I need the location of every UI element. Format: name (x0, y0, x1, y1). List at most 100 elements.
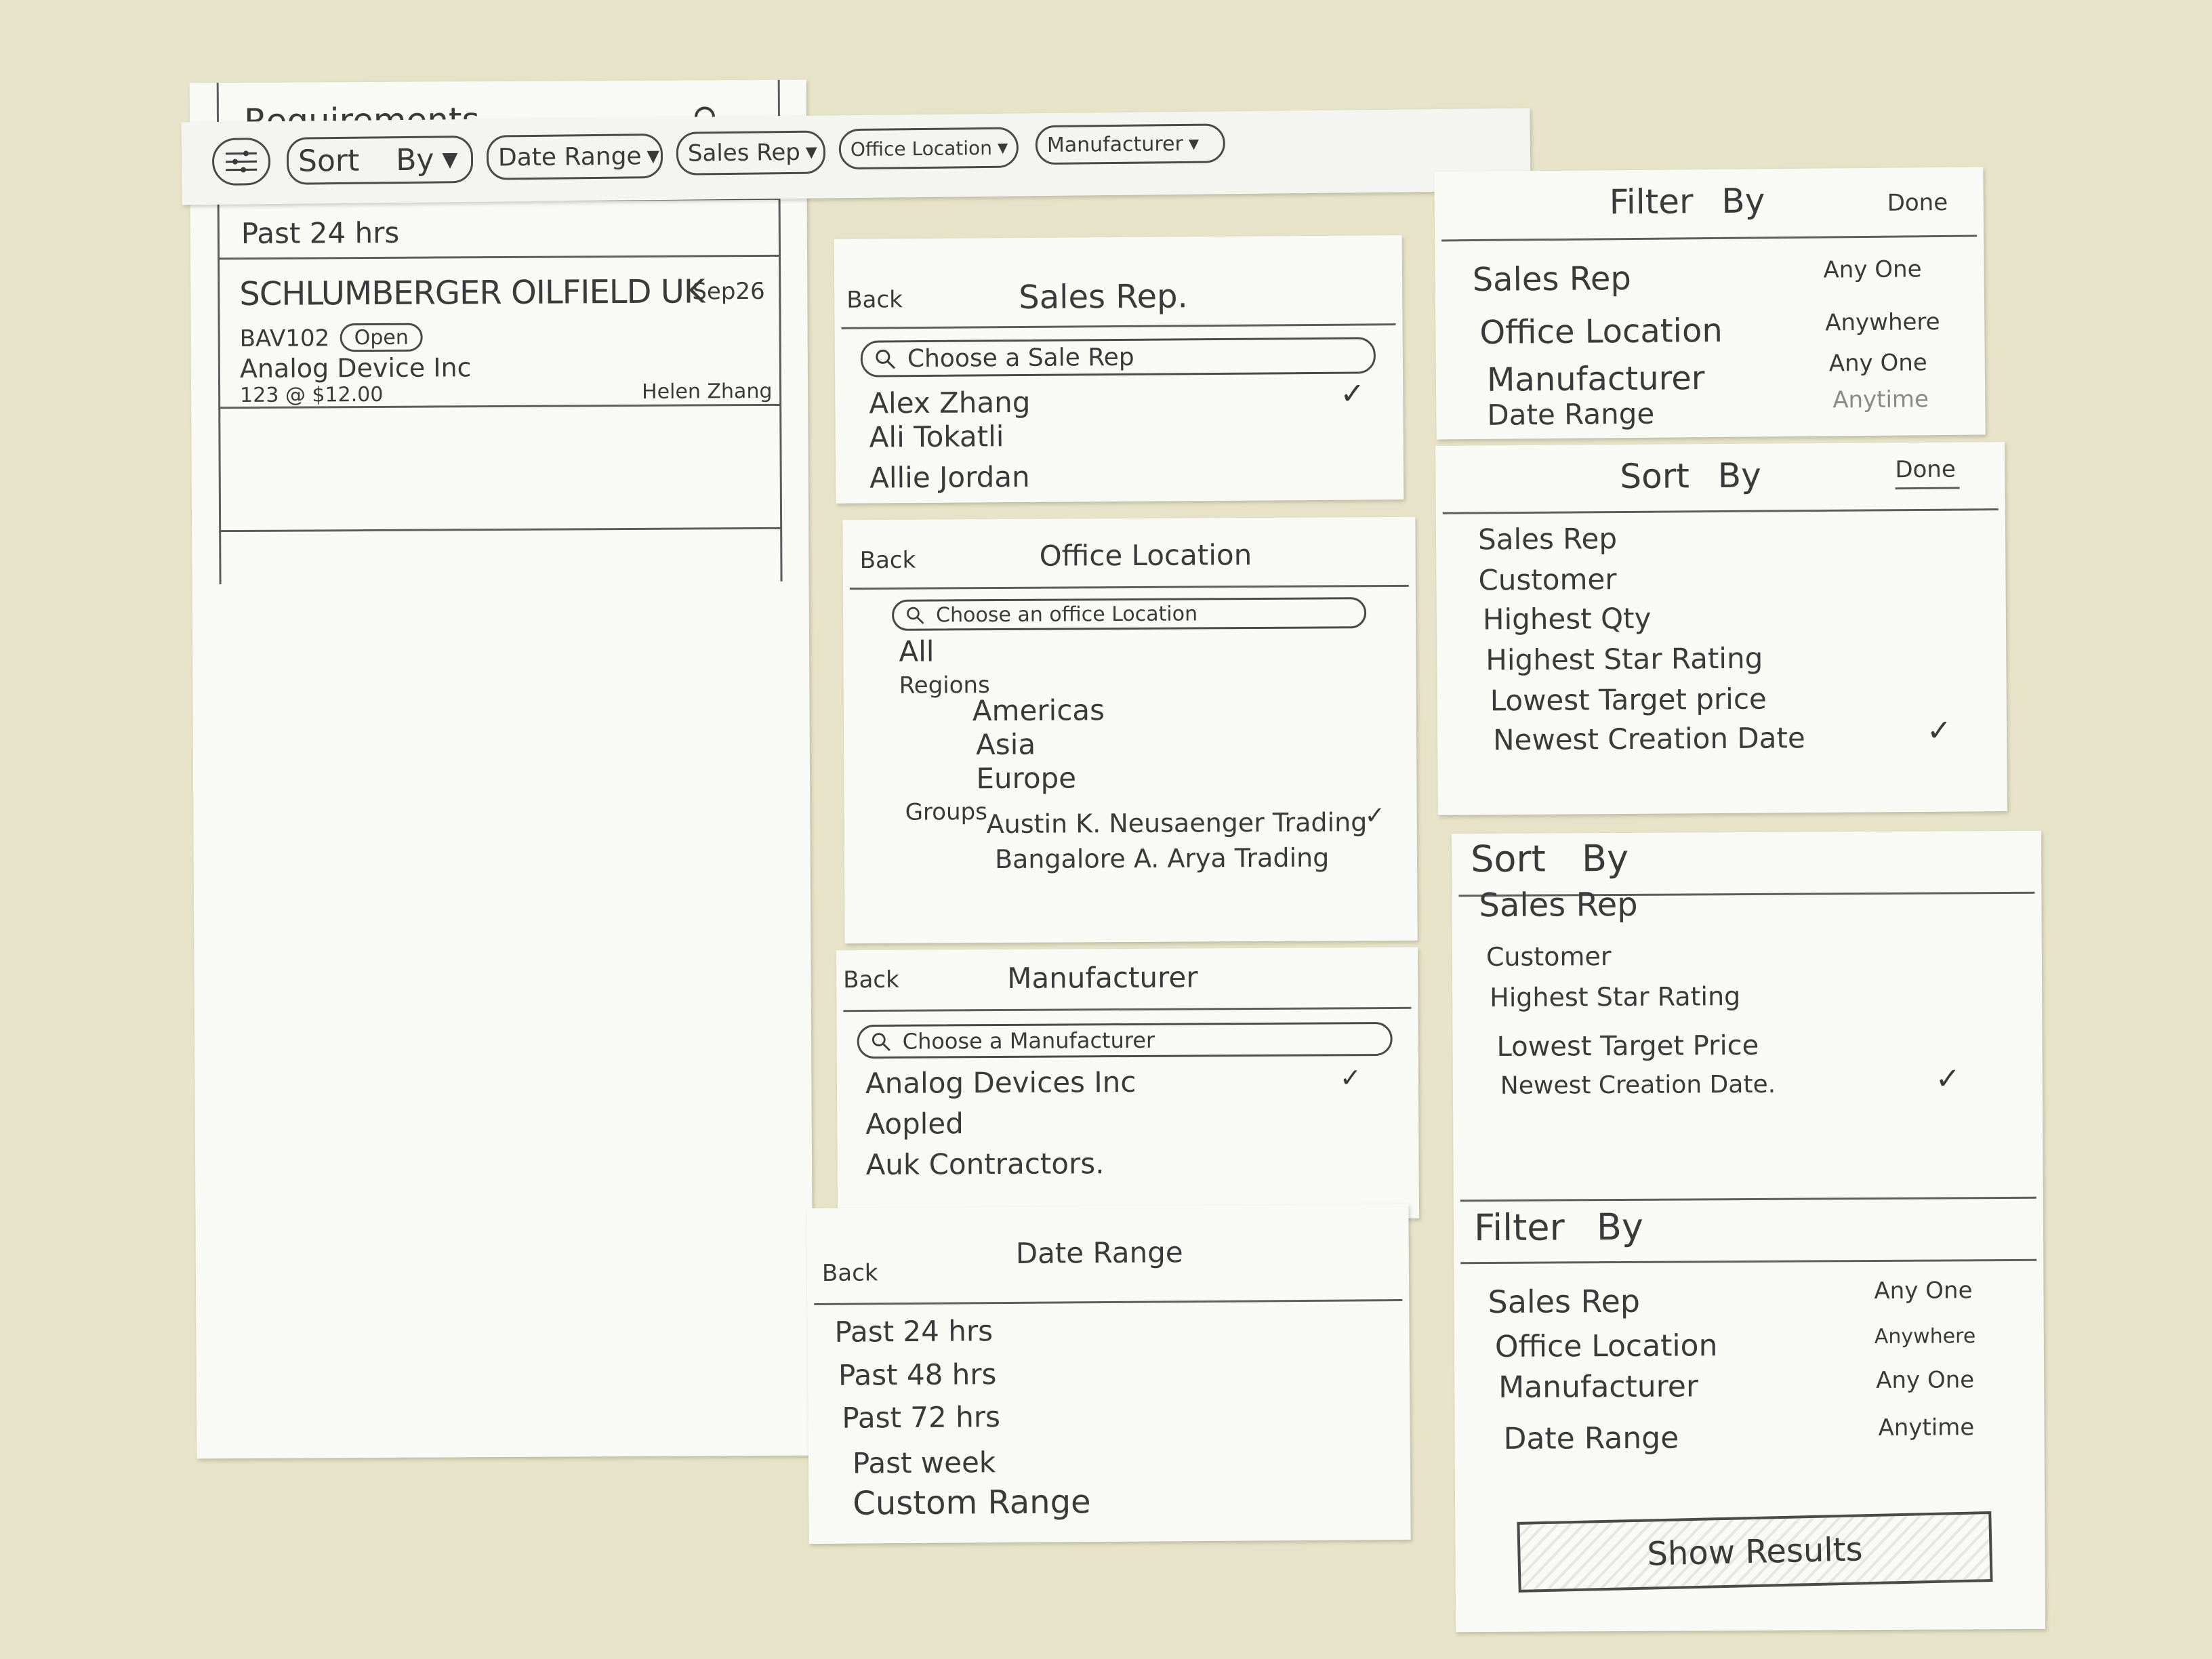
filter-by-panel: Filter By Done Sales Rep Any One Office … (1434, 167, 1986, 440)
group-item[interactable]: Austin K. Neusaenger Trading (986, 807, 1368, 840)
filter-row-label[interactable]: Office Location (1479, 311, 1723, 352)
sort-option[interactable]: Newest Creation Date (1492, 721, 1805, 757)
filter-row-value: Any One (1823, 255, 1922, 284)
list-item[interactable]: Past 72 hrs (842, 1400, 1001, 1435)
panel-title: Office Location (1039, 538, 1252, 573)
checkmark-icon: ✓ (1926, 713, 1952, 748)
chevron-down-icon: ▼ (1188, 135, 1200, 152)
chevron-down-icon: ▼ (997, 139, 1008, 156)
groups-label: Groups (905, 798, 987, 826)
manufacturer-dropdown[interactable]: Manufacturer▼ (1035, 123, 1226, 165)
list-item[interactable]: Custom Range (853, 1483, 1091, 1523)
filter-row-value: Anywhere (1825, 308, 1940, 337)
list-item[interactable]: Past 24 hrs (834, 1314, 994, 1349)
sort-option[interactable]: Lowest Target price (1490, 682, 1767, 718)
filter-row-label[interactable]: Manufacturer (1498, 1369, 1699, 1405)
list-item[interactable]: Past 48 hrs (838, 1357, 997, 1392)
filter-row-value: Any One (1828, 349, 1927, 377)
company-name: SCHLUMBERGER OILFIELD UK (239, 272, 705, 314)
sort-option[interactable]: Customer (1478, 562, 1617, 597)
sort-option[interactable]: Customer (1486, 941, 1612, 972)
filter-row-label[interactable]: Sales Rep (1488, 1282, 1641, 1321)
chevron-down-icon: ▼ (442, 147, 458, 171)
filter-row-label[interactable]: Sales Rep (1472, 260, 1632, 300)
back-link[interactable]: Back (821, 1259, 878, 1287)
date-range-panel: Back Date Range Past 24 hrs Past 48 hrs … (806, 1204, 1411, 1544)
filter-settings-button[interactable] (211, 138, 271, 186)
checkmark-icon: ✓ (1935, 1061, 1961, 1097)
list-item[interactable]: Aopled (865, 1107, 964, 1141)
part-code: BAV102 (239, 325, 330, 353)
region-item[interactable]: Americas (972, 693, 1105, 728)
back-link[interactable]: Back (859, 546, 916, 575)
filter-row-value: Anytime (1878, 1414, 1975, 1442)
sort-option[interactable]: Highest Qty (1482, 601, 1652, 636)
sort-by-panel: Sort By Done Sales Rep Customer Highest … (1435, 442, 2007, 815)
back-link[interactable]: Back (846, 286, 903, 314)
office-location-dropdown[interactable]: Office Location▼ (838, 127, 1019, 170)
show-results-button[interactable]: Show Results (1517, 1511, 1993, 1593)
filter-row-value: Anywhere (1874, 1324, 1976, 1349)
chevron-down-icon: ▼ (647, 146, 660, 166)
list-item[interactable]: Ali Tokatli (869, 419, 1004, 454)
panel-title: Filter By (1609, 181, 1765, 222)
back-link[interactable]: Back (843, 966, 899, 994)
checkmark-icon: ✓ (1339, 1063, 1361, 1093)
done-button[interactable]: Done (1887, 188, 1948, 217)
chevron-down-icon: ▼ (805, 144, 817, 161)
checkmark-icon: ✓ (1364, 802, 1385, 830)
filter-row-label[interactable]: Date Range (1503, 1420, 1679, 1456)
panel-title: Date Range (1015, 1235, 1183, 1270)
panel-title: Manufacturer (1007, 960, 1198, 995)
manufacturer-panel: Back Manufacturer Choose a Manufacturer … (836, 947, 1420, 1222)
office-location-panel: Back Office Location Choose an office Lo… (842, 516, 1418, 944)
filter-row-label[interactable]: Office Location (1494, 1328, 1718, 1364)
done-button[interactable]: Done (1895, 455, 1961, 490)
sort-option[interactable]: Lowest Target Price (1496, 1029, 1759, 1063)
filter-row-value: Anytime (1832, 386, 1929, 414)
sort-option[interactable]: Sales Rep (1477, 522, 1618, 556)
search-icon (876, 349, 896, 369)
sliders-icon (225, 150, 258, 173)
sort-by-dropdown[interactable]: Sort By▼ (286, 135, 474, 185)
search-icon (907, 607, 924, 624)
list-item[interactable]: Analog Devices Inc (865, 1065, 1136, 1101)
sort-option[interactable]: Sales Rep (1479, 885, 1638, 925)
list-item[interactable]: Alex Zhang (869, 385, 1031, 420)
panel-title: Sort By (1470, 836, 1629, 881)
list-item[interactable]: Auk Contractors. (865, 1147, 1105, 1182)
manufacturer-search-input[interactable]: Choose a Manufacturer (857, 1021, 1393, 1059)
sales-rep-dropdown[interactable]: Sales Rep▼ (676, 130, 826, 176)
date-range-dropdown[interactable]: Date Range▼ (486, 133, 663, 180)
filter-row-label[interactable]: Date Range (1487, 396, 1655, 432)
office-location-search-input[interactable]: Choose an office Location (891, 597, 1367, 631)
requirements-screen: Requirements Past 24 hrs SCHLUMBERGER OI… (189, 79, 814, 1459)
sort-option[interactable]: Newest Creation Date. (1500, 1070, 1776, 1100)
search-icon (872, 1033, 890, 1052)
checkmark-icon: ✓ (1340, 376, 1366, 411)
region-item[interactable]: Asia (975, 727, 1036, 762)
filter-row-label[interactable]: Manufacturer (1486, 359, 1705, 399)
requirement-list-item[interactable]: SCHLUMBERGER OILFIELD UK Sep26 BAV102 Op… (218, 258, 781, 409)
sort-filter-sheet: Sort By Sales Rep Customer Highest Star … (1451, 830, 2046, 1633)
panel-title: Filter By (1473, 1205, 1644, 1250)
item-date: Sep26 (692, 277, 765, 306)
manufacturer-name: Analog Device Inc (239, 352, 472, 384)
panel-title: Sales Rep. (1019, 277, 1188, 317)
sales-rep-name: Helen Zhang (641, 379, 773, 404)
region-item[interactable]: Europe (976, 761, 1077, 796)
group-item[interactable]: Bangalore A. Arya Trading (994, 842, 1330, 875)
filter-row-value: Any One (1874, 1277, 1973, 1305)
location-all[interactable]: All (899, 634, 935, 668)
sort-option[interactable]: Highest Star Rating (1490, 981, 1741, 1012)
list-item[interactable]: Allie Jordan (869, 459, 1030, 495)
sales-rep-panel: Back Sales Rep. Choose a Sale Rep Alex Z… (834, 235, 1404, 504)
sales-rep-search-input[interactable]: Choose a Sale Rep (860, 337, 1376, 377)
section-header: Past 24 hrs (241, 216, 400, 251)
sort-option[interactable]: Highest Star Rating (1486, 641, 1763, 677)
panel-title: Sort By (1620, 455, 1761, 497)
list-item[interactable]: Past week (852, 1446, 996, 1480)
qty-price: 123 @ $12.00 (240, 382, 384, 408)
status-badge: Open (340, 323, 423, 352)
filter-row-value: Any One (1876, 1366, 1975, 1395)
